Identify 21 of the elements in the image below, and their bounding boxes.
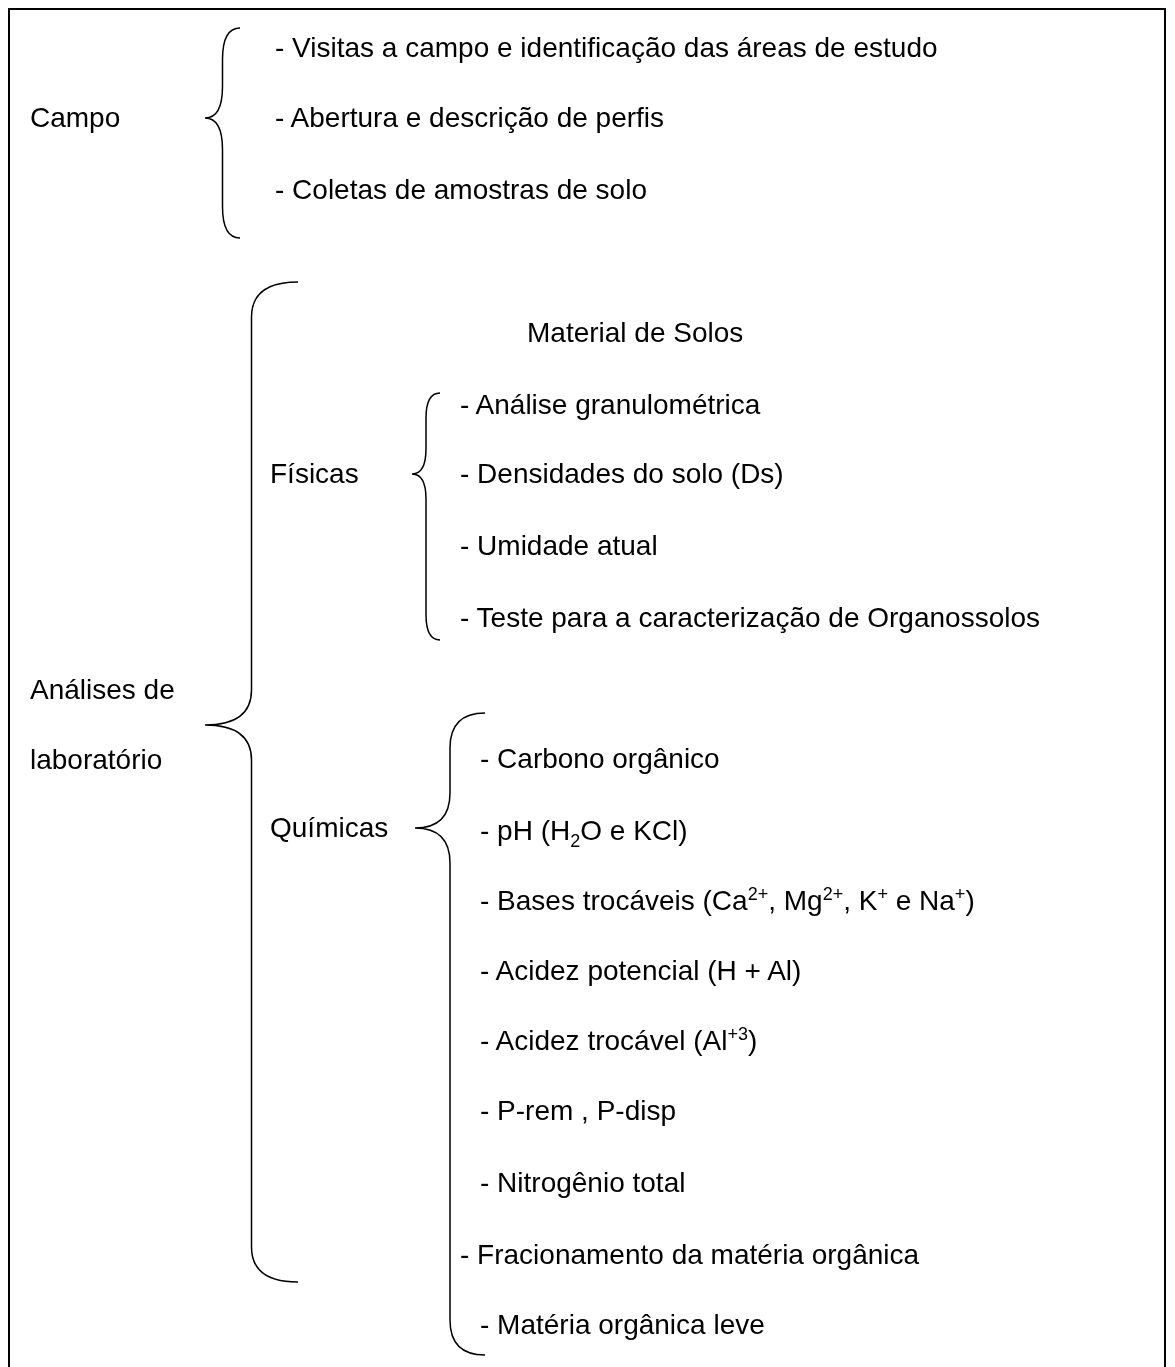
section-heading: Material de Solos bbox=[527, 316, 744, 350]
group-heading: Análises de laboratório bbox=[30, 673, 176, 777]
list-item: - Densidades do solo (Ds) bbox=[460, 457, 784, 491]
list-item: - Nitrogênio total bbox=[480, 1166, 686, 1200]
list-item: - Coletas de amostras de solo bbox=[275, 173, 647, 207]
list-item: - Abertura e descrição de perfis bbox=[275, 101, 665, 135]
list-item: - Análise granulométrica bbox=[460, 388, 761, 422]
list-item: - Visitas a campo e identificação das áreas de estudo bbox=[275, 31, 938, 65]
group-heading: Campo bbox=[30, 101, 121, 135]
list-item: - P-rem , P-disp bbox=[480, 1094, 677, 1128]
list-item: - Bases trocáveis (Ca$^{2+}$, Mg$^{2+}$, K$^{+}$ e Na$^{+}$) bbox=[480, 883, 975, 918]
list-item: - Matéria orgânica leve bbox=[480, 1308, 765, 1342]
group-heading: Químicas bbox=[270, 811, 389, 845]
group-heading: Físicas bbox=[270, 457, 359, 491]
list-item: - Umidade atual bbox=[460, 529, 658, 563]
list-item: - Acidez trocável (Al$^{+3}$) bbox=[480, 1023, 758, 1058]
list-item: - pH (H$_{2}$O e KCl) bbox=[480, 814, 688, 849]
list-item: - Acidez potencial (H + Al) bbox=[480, 954, 802, 988]
list-item: - Fracionamento da matéria orgânica bbox=[460, 1238, 920, 1272]
list-item: - Teste para a caracterização de Organossolos bbox=[460, 601, 1040, 635]
list-item: - Carbono orgânico bbox=[480, 742, 720, 776]
